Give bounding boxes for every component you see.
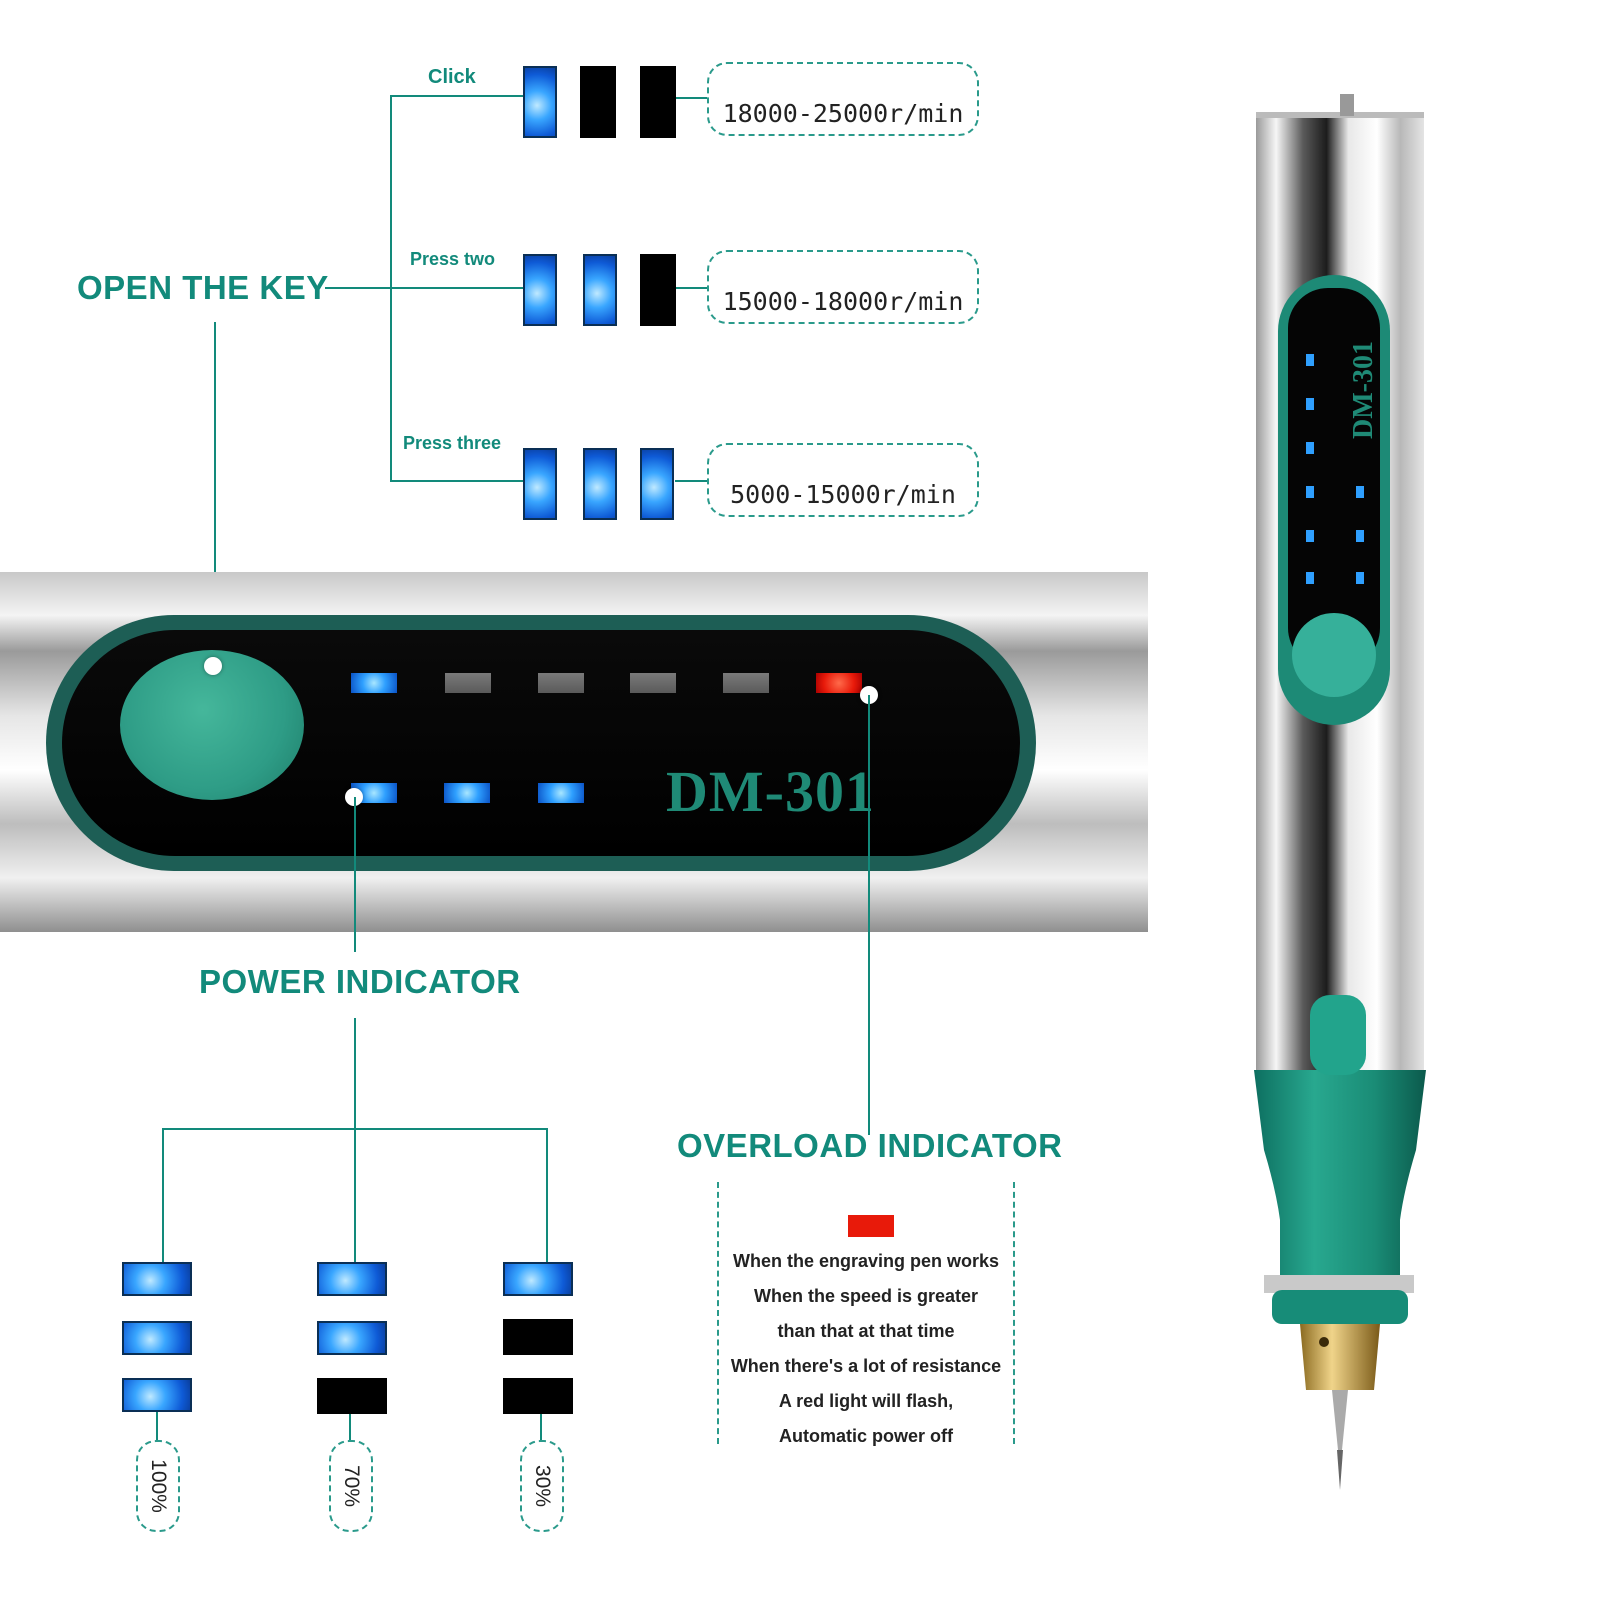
- pen-collar: [1264, 1275, 1414, 1293]
- led-on: [583, 448, 617, 520]
- power-indicator-title: POWER INDICATOR: [199, 963, 521, 1000]
- led-on: [523, 254, 557, 326]
- pen-model-text: DM-301: [1348, 341, 1379, 439]
- connector-line: [162, 1128, 164, 1262]
- panel-led-speed: [630, 673, 676, 693]
- panel-led-power: [444, 783, 490, 803]
- open-key-title: OPEN THE KEY: [77, 269, 329, 306]
- connector-line: [214, 322, 216, 667]
- panel-led-speed: [538, 673, 584, 693]
- connector-line: [162, 1128, 548, 1130]
- pen-tip-top: [1340, 94, 1354, 116]
- pen-chuck: [1300, 1324, 1380, 1390]
- panel-led-overload: [816, 673, 862, 693]
- pen-power-button: [1292, 613, 1376, 697]
- pen-grip-tab: [1310, 995, 1366, 1075]
- panel-led-speed: [445, 673, 491, 693]
- connector-line: [540, 1414, 542, 1440]
- mode-label-press-three: Press three: [403, 433, 502, 453]
- connector-line: [675, 287, 707, 289]
- connector-line: [868, 695, 870, 1135]
- percent-label-100: 100%: [136, 1440, 180, 1532]
- speed-box-click: 18000-25000r/min: [707, 62, 979, 136]
- led-off: [640, 254, 676, 326]
- led-on: [317, 1262, 387, 1296]
- led-on: [503, 1262, 573, 1296]
- led-on: [317, 1321, 387, 1355]
- overload-line: When there's a lot of resistance: [730, 1356, 1002, 1376]
- led-off: [503, 1378, 573, 1414]
- panel-led-speed: [351, 673, 397, 693]
- overload-line: A red light will flash,: [778, 1391, 954, 1411]
- connector-line: [354, 1018, 356, 1262]
- led-off: [503, 1319, 573, 1355]
- power-button[interactable]: [120, 650, 304, 800]
- overload-box: [717, 1182, 1015, 1444]
- panel-led-power: [538, 783, 584, 803]
- led-off: [317, 1378, 387, 1414]
- led-on: [122, 1262, 192, 1296]
- led-on: [523, 66, 557, 138]
- overload-indicator-title: OVERLOAD INDICATOR: [677, 1127, 1063, 1164]
- pen-collar-teal: [1272, 1290, 1408, 1324]
- led-on: [523, 448, 557, 520]
- connector-line: [390, 480, 525, 482]
- connector-line: [390, 96, 392, 481]
- percent-label-30: 30%: [520, 1440, 564, 1532]
- speed-box-press-three: 5000-15000r/min: [707, 443, 979, 517]
- connector-line: [675, 480, 707, 482]
- led-on: [122, 1321, 192, 1355]
- model-label: DM-301: [666, 759, 875, 824]
- overload-description: When the engraving pen works When the sp…: [720, 1244, 1012, 1454]
- mode-label-click: Click: [428, 66, 476, 88]
- pen-top-cap: [1256, 112, 1424, 122]
- speed-box-press-two: 15000-18000r/min: [707, 250, 979, 324]
- percent-label-70: 70%: [329, 1440, 373, 1532]
- overload-line: When the engraving pen works: [732, 1251, 1000, 1271]
- led-on: [122, 1378, 192, 1412]
- connector-line: [390, 95, 525, 97]
- overload-line: Automatic power off: [779, 1426, 953, 1446]
- pointer-dot: [204, 657, 222, 675]
- connector-line: [349, 1414, 351, 1440]
- connector-line: [325, 287, 525, 289]
- led-off: [640, 66, 676, 138]
- engraving-pen-illustration: DM-301: [1254, 94, 1426, 1490]
- connector-line: [675, 97, 707, 99]
- led-on: [583, 254, 617, 326]
- pen-grip: [1254, 1070, 1426, 1315]
- led-on: [640, 448, 674, 520]
- overload-line: than that at that time: [777, 1321, 955, 1341]
- led-off: [580, 66, 616, 138]
- panel-led-speed: [723, 673, 769, 693]
- connector-line: [354, 797, 356, 952]
- connector-line: [546, 1128, 548, 1262]
- connector-line: [156, 1412, 158, 1440]
- mode-label-press-two: Press two: [410, 249, 496, 269]
- overload-line: When the speed is greater: [753, 1286, 979, 1306]
- overload-red-led: [848, 1215, 894, 1237]
